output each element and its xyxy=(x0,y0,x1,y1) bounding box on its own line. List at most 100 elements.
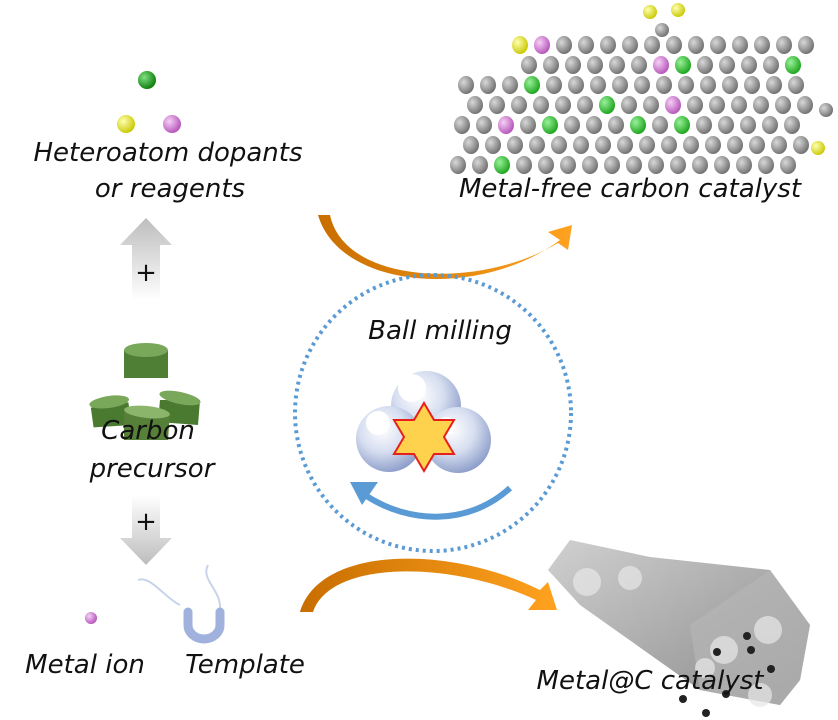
template-icon xyxy=(137,564,225,644)
lattice-atom xyxy=(784,116,800,134)
lattice-atom xyxy=(788,76,804,94)
heteroatom-label-line2: or reagents xyxy=(94,174,246,204)
lattice-atom xyxy=(710,36,726,54)
lattice-atom xyxy=(718,116,734,134)
lattice-atom xyxy=(797,96,813,114)
lattice-atom xyxy=(683,136,699,154)
lattice-atom xyxy=(590,76,606,94)
lattice-atom xyxy=(521,56,537,74)
lattice-atom xyxy=(675,56,691,74)
lattice-atom xyxy=(644,36,660,54)
lattice-atom xyxy=(700,76,716,94)
lattice-atom xyxy=(688,36,704,54)
lattice-atom xyxy=(600,36,616,54)
lattice-atom xyxy=(648,156,664,174)
lattice-atom xyxy=(568,76,584,94)
impact-star-icon xyxy=(392,401,456,473)
lattice-atom xyxy=(511,96,527,114)
lattice-atom xyxy=(630,116,646,134)
plus-sign-top: + xyxy=(135,258,157,288)
lattice-atom xyxy=(793,136,809,154)
lattice-atom xyxy=(652,116,668,134)
lattice-atom xyxy=(454,116,470,134)
lattice-atom xyxy=(502,76,518,94)
lattice-atom xyxy=(674,116,690,134)
lattice-atom xyxy=(705,136,721,154)
lattice-atom xyxy=(551,136,567,154)
lattice-atom xyxy=(608,116,624,134)
lattice-atom xyxy=(450,156,466,174)
lattice-atom xyxy=(643,96,659,114)
ball-milling-label: Ball milling xyxy=(368,316,512,346)
lattice-atom xyxy=(586,116,602,134)
template-label: Template xyxy=(185,650,305,680)
lattice-atom xyxy=(798,36,814,54)
lattice-atom xyxy=(612,76,628,94)
metal-c-catalyst-icon xyxy=(548,540,810,717)
heteroatom-label-line1: Heteroatom dopants xyxy=(33,138,303,168)
graphene-sheet-icon xyxy=(450,3,833,174)
rotation-arrow-icon xyxy=(350,482,513,520)
lattice-atom xyxy=(507,136,523,154)
lattice-atom xyxy=(634,76,650,94)
lattice-atom xyxy=(656,76,672,94)
lattice-atom xyxy=(692,156,708,174)
lattice-atom xyxy=(489,96,505,114)
lattice-atom xyxy=(661,136,677,154)
lattice-atom xyxy=(458,76,474,94)
lattice-atom xyxy=(617,136,633,154)
lattice-atom xyxy=(524,76,540,94)
lattice-atom xyxy=(744,76,760,94)
lattice-atom xyxy=(639,136,655,154)
lattice-atom xyxy=(542,116,558,134)
lattice-atom xyxy=(643,5,657,19)
lattice-atom xyxy=(621,96,637,114)
lattice-atom xyxy=(749,136,765,154)
lattice-atom xyxy=(740,116,756,134)
lattice-atom xyxy=(696,116,712,134)
lattice-atom xyxy=(476,116,492,134)
lattice-atom xyxy=(538,156,554,174)
lattice-atom xyxy=(543,56,559,74)
carbon-precursor-label-line1: Carbon xyxy=(101,416,195,446)
carbon-precursor-label-line2: precursor xyxy=(89,454,215,484)
lattice-atom xyxy=(463,136,479,154)
orange-arrow-top-icon xyxy=(318,215,572,279)
lattice-atom xyxy=(753,96,769,114)
lattice-atom xyxy=(665,96,681,114)
metal-ion-label: Metal ion xyxy=(25,650,145,680)
down-arrow-icon xyxy=(120,495,172,565)
lattice-atom xyxy=(626,156,642,174)
lattice-atom xyxy=(529,136,545,154)
lattice-atom xyxy=(732,36,748,54)
lattice-atom xyxy=(709,96,725,114)
lattice-atom xyxy=(546,76,562,94)
lattice-atom xyxy=(494,156,510,174)
up-arrow-icon xyxy=(120,218,172,300)
lattice-atom xyxy=(731,96,747,114)
lattice-atom xyxy=(671,3,685,17)
lattice-atom xyxy=(560,156,576,174)
lattice-atom xyxy=(653,56,669,74)
lattice-atom xyxy=(472,156,488,174)
orange-arrow-bottom-icon xyxy=(300,558,557,612)
lattice-atom xyxy=(480,76,496,94)
plus-sign-bottom: + xyxy=(135,507,157,537)
lattice-atom xyxy=(565,56,581,74)
lattice-atom xyxy=(776,36,792,54)
lattice-atom xyxy=(727,136,743,154)
lattice-atom xyxy=(609,56,625,74)
dopant-atoms-icon xyxy=(117,71,181,133)
lattice-atom xyxy=(722,76,738,94)
lattice-atom xyxy=(678,76,694,94)
lattice-atom xyxy=(582,156,598,174)
ball-milling-circle xyxy=(293,273,573,553)
lattice-atom xyxy=(697,56,713,74)
lattice-atom xyxy=(556,36,572,54)
lattice-atom xyxy=(555,96,571,114)
lattice-atom xyxy=(655,23,669,37)
lattice-atom xyxy=(763,56,779,74)
lattice-atom xyxy=(687,96,703,114)
